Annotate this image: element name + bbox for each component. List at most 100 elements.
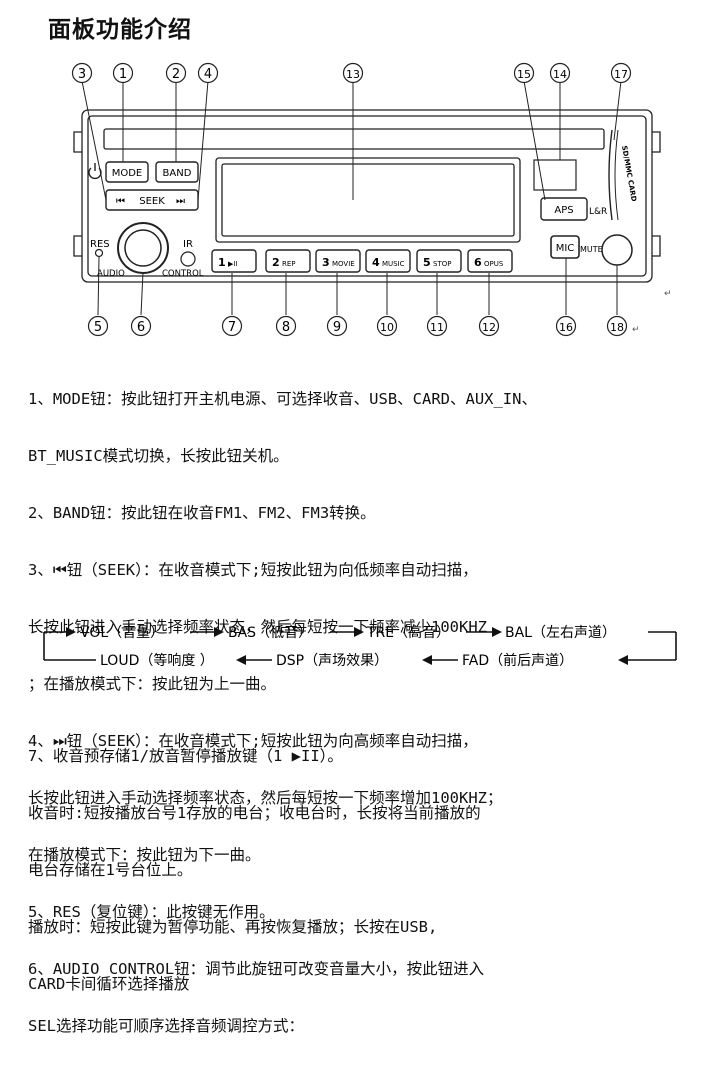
preset-button-1[interactable]: 1▶II (211, 249, 257, 273)
control-label: CONTROL (162, 269, 204, 279)
mute-button[interactable] (601, 234, 633, 266)
panel-diagram: MODE BAND ⏮ SEEK ⏭ RES AUDIO IR CONTROL … (71, 62, 672, 337)
mic-button[interactable]: MIC (550, 235, 580, 259)
band-button-label: BAND (163, 168, 192, 179)
description-line: 7、收音预存储1/放音暂停播放键（1 ▶II）。 (28, 747, 343, 765)
preset-number: 6 (474, 256, 482, 269)
description-line: 4、⏭钮（SEEK）：在收音模式下;短按此钮为向高频率自动扫描， (28, 732, 478, 750)
description-line: 电台存储在1号台位上。 (28, 861, 193, 879)
res-label: RES (90, 239, 110, 250)
callout-circle (376, 315, 398, 337)
preset-number: 5 (423, 256, 431, 269)
callout-circle (130, 315, 152, 337)
callout-circle (610, 62, 632, 84)
preset-number: 2 (272, 256, 280, 269)
callout-number: 7 (228, 320, 236, 335)
seek-button[interactable]: ⏮ SEEK ⏭ (105, 189, 199, 211)
callout-number: 5 (94, 320, 102, 335)
callout-number: 2 (172, 67, 180, 82)
callout-circle (426, 315, 448, 337)
callout-circle (112, 62, 134, 84)
callout-number: 16 (559, 321, 573, 334)
callout-circle (513, 62, 535, 84)
panel-body (73, 109, 661, 283)
callout-number: 6 (137, 320, 145, 335)
mute-label: MUTE (580, 245, 603, 254)
ir-label: IR (183, 239, 193, 250)
flow-fad: FAD（前后声道） (462, 652, 573, 669)
seek-button-label: SEEK (139, 196, 165, 207)
callout-number: 8 (282, 320, 290, 335)
card-slot: SD/MMC CARD (608, 129, 638, 221)
callout-circle (275, 315, 297, 337)
description-line: 收音时:短按播放台号1存放的电台；收电台时，长按将当前播放的 (28, 804, 481, 822)
preset-number: 1 (218, 256, 226, 269)
description-block-2: 7、收音预存储1/放音暂停播放键（1 ▶II）。 收音时:短按播放台号1存放的电… (28, 709, 708, 1032)
display-window (215, 157, 521, 243)
flow-vol: VOL（音量） (80, 624, 164, 641)
band-button[interactable]: BAND (155, 161, 199, 183)
callout-circle (606, 315, 628, 337)
audio-flow-diagram: VOL（音量） BAS（低音） TRE（高音） BAL（左右声道） LOUD（等… (43, 624, 677, 669)
callout-number: 17 (614, 68, 628, 81)
preset-label: OPUS (484, 260, 504, 268)
audio-label: AUDIO (97, 269, 125, 279)
seek-prev-icon: ⏮ (116, 196, 125, 207)
callout-number: 9 (333, 320, 341, 335)
mic-button-label: MIC (556, 243, 575, 254)
callout-circle (71, 62, 93, 84)
flow-dsp: DSP（声场效果） (276, 653, 388, 669)
description-line: 1、MODE钮：按此钮打开主机电源、可选择收音、USB、CARD、AUX_IN、 (28, 390, 537, 408)
audio-control-knob[interactable] (117, 222, 169, 274)
callout-circle (342, 62, 364, 84)
preset-label: STOP (433, 260, 451, 268)
seek-next-icon: ⏭ (176, 196, 185, 207)
flow-bal: BAL（左右声道） (505, 625, 616, 641)
callout-number: 12 (482, 321, 496, 334)
lr-label: L&R (589, 207, 607, 217)
callout-circle (87, 315, 109, 337)
description-line: 播放时：短按此键为暂停功能、再按恢复播放；长按在USB, (28, 918, 438, 936)
callout-circle (478, 315, 500, 337)
page-title: 面板功能介绍 (48, 17, 192, 43)
callout-number: 18 (610, 321, 624, 334)
preset-label: MUSIC (382, 260, 405, 268)
aps-button-label: APS (554, 205, 573, 216)
preset-number: 4 (372, 256, 380, 269)
mode-button[interactable]: MODE (105, 161, 149, 183)
manual-page: 面板功能介绍 MODE (28, 17, 677, 1035)
callout-circle (555, 315, 577, 337)
callout-number: 3 (78, 67, 86, 82)
leader-lines (81, 80, 622, 316)
preset-number: 3 (322, 256, 330, 269)
preset-label: REP (282, 260, 296, 268)
callout-number: 15 (517, 68, 531, 81)
callout-number: 13 (346, 68, 360, 81)
res-button[interactable] (94, 248, 104, 258)
flow-tre: TRE（高音） (366, 624, 450, 641)
callout-number: 14 (553, 68, 567, 81)
callout-number: 10 (380, 321, 394, 334)
callout-number: 4 (204, 67, 212, 82)
mode-button-label: MODE (112, 168, 143, 179)
description-line: BT_MUSIC模式切换，长按此钮关机。 (28, 447, 289, 465)
description-line: CARD卡间循环选择播放 (28, 975, 190, 993)
description-line: 2、BAND钮：按此钮在收音FM1、FM2、FM3转换。 (28, 504, 376, 522)
callout-circle (326, 315, 348, 337)
ir-sensor (180, 251, 196, 267)
callout-circle (221, 315, 243, 337)
flow-bas: BAS（低音） (228, 624, 312, 641)
description-line: 长按此钮进入手动选择频率状态，然后每短按一下频率增加100KHZ； (28, 789, 503, 807)
callout-circle (549, 62, 571, 84)
aps-button[interactable]: APS (540, 197, 588, 221)
return-mark: ↵ (664, 289, 672, 299)
callout-number: 11 (430, 321, 444, 334)
description-line: 3、⏮钮（SEEK）：在收音模式下;短按此钮为向低频率自动扫描， (28, 561, 478, 579)
